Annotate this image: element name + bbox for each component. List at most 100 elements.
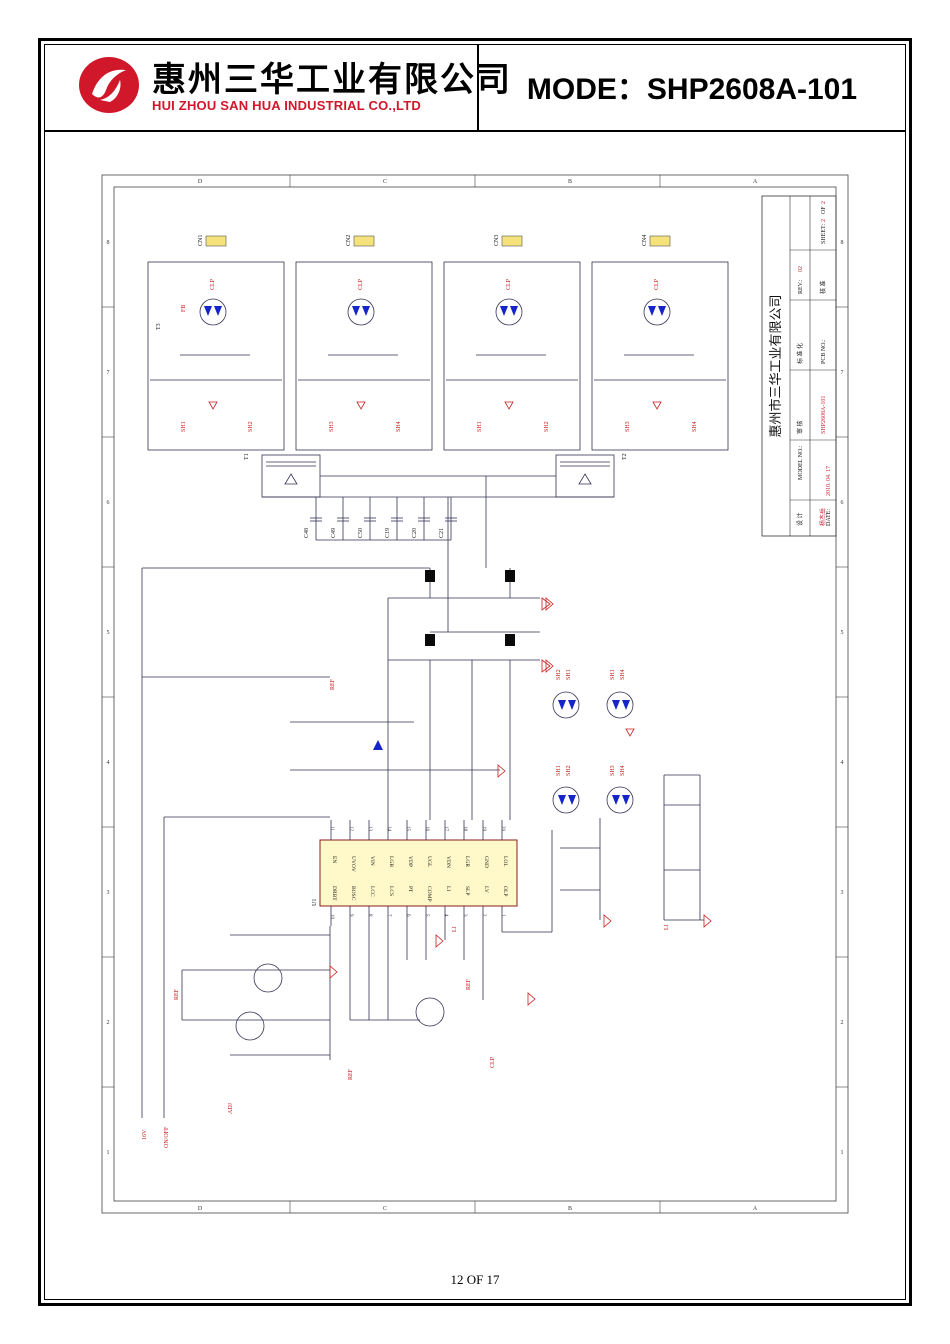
company-name-en: HUI ZHOU SAN HUA INDUSTRIAL CO.,LTD — [152, 98, 421, 113]
ic-pin-pt: PT — [407, 886, 413, 893]
title-block-designer: 杨杰岳 — [819, 508, 827, 526]
title-block-standard-label: 标 准 化 — [796, 343, 804, 364]
title-block: 惠州市三华工业有限公司 设 计 杨杰岳 MODEL NO.: 审 核 SHP26… — [761, 195, 837, 537]
ic-pin-num-7: 7 — [386, 914, 391, 917]
ic-pin-gnd: GND — [483, 856, 489, 868]
zone-row-2-right: 2 — [841, 1020, 844, 1026]
net-sh1-ch1: SH1 — [181, 421, 187, 432]
zone-row-8-right: 8 — [841, 240, 844, 246]
title-block-rev: 02 — [798, 266, 804, 272]
net-onoff: ON/OFF — [164, 1126, 170, 1148]
title-block-sheet-label: SHEET: — [821, 224, 827, 244]
net-clp-ch1: CLP — [210, 278, 216, 290]
ic-pin-num-6: 6 — [405, 914, 410, 917]
net-sh1-d7: SH1 — [566, 669, 572, 680]
net-sh4-d2: SH4 — [620, 765, 626, 776]
net-sh4-ch2: SH4 — [396, 421, 402, 432]
title-block-date-label: DATE: — [826, 509, 832, 526]
net-sh1-d1: SH1 — [556, 765, 562, 776]
title-block-model-label: MODEL NO.: — [798, 445, 804, 480]
zone-row-7-right: 7 — [841, 370, 844, 376]
ic-pin-num-19: 19 — [481, 826, 486, 832]
title-block-model-no: SHP2608A-101 — [821, 396, 827, 434]
ic-pin-num-4: 4 — [443, 914, 448, 917]
oscillator-section — [181, 774, 704, 1060]
ic-pin-drbt: DRBT — [331, 886, 337, 901]
page-number: 12 OF 17 — [450, 1272, 500, 1287]
title-block-design-label: 设 计 — [796, 512, 804, 526]
net-li: LI — [452, 926, 458, 932]
ic-pin-num-2: 2 — [481, 914, 486, 917]
company-logo — [76, 54, 142, 121]
power-stage — [141, 476, 540, 1118]
zone-row-4: 4 — [107, 760, 110, 766]
zone-row-1: 1 — [107, 1150, 110, 1156]
page-border-outer — [38, 38, 912, 1306]
zone-col-a-bottom: A — [753, 1206, 758, 1212]
zone-col-d-bottom: D — [198, 1206, 203, 1212]
ic-pin-num-20: 20 — [500, 826, 505, 832]
ic-pin-num-3: 3 — [462, 914, 467, 917]
ic-pin-vin: VIN — [369, 856, 375, 866]
model-number: MODE：SHP2608A-101 — [526, 73, 858, 106]
title-block-approve-label: 核 准 — [819, 280, 827, 294]
ic-pin-en: EN — [331, 856, 337, 863]
net-sh3-ch2: SH3 — [329, 421, 335, 432]
net-fb: FB — [181, 305, 187, 312]
transformer-t2: T2 — [622, 453, 628, 460]
ic-pin-num-12: 12 — [348, 826, 353, 832]
mosfets — [425, 570, 515, 646]
drawing-frame-outer — [101, 174, 849, 1214]
ic-pin-num-1: 1 — [500, 914, 505, 917]
ic-pin-lol: LOL — [502, 856, 508, 867]
net-sh1-d8: SH1 — [610, 669, 616, 680]
ic-pin-slp: SLP — [464, 886, 470, 895]
ic-pin-num-17: 17 — [443, 826, 448, 832]
net-sh3-ch4: SH3 — [625, 421, 631, 432]
connector-cn2: CN2 — [346, 235, 352, 246]
net-clp-ch2: CLP — [358, 278, 364, 290]
ic-pin-vdp: VDP — [407, 856, 413, 867]
net-sh2-d7: SH2 — [556, 669, 562, 680]
ic-pin-uvov: UVOV — [350, 856, 356, 872]
ic-pin-num-18: 18 — [462, 826, 467, 832]
zone-col-b-bottom: B — [568, 1206, 572, 1212]
zone-row-2: 2 — [107, 1020, 110, 1026]
ic-pin-num-10: 10 — [329, 914, 334, 920]
cap-c20: C20 — [412, 528, 418, 538]
connector-cn4: CN4 — [642, 235, 648, 246]
net-clp-bottom: CLP — [490, 1056, 496, 1068]
ic-pin-comp: COMP — [426, 886, 432, 902]
cap-c49: C49 — [331, 528, 337, 538]
net-sh4-d8: SH4 — [620, 669, 626, 680]
zone-row-5: 5 — [107, 630, 110, 636]
title-block-pcb-label: PCB NO.: — [821, 339, 827, 364]
cap-c48: C48 — [304, 528, 310, 538]
net-sh3-d2: SH3 — [610, 765, 616, 776]
header-divider — [44, 130, 906, 132]
ic-pin-lgr: LGR — [464, 856, 470, 867]
controller-ic: U1 — [312, 839, 518, 907]
net-sh2-ch3: SH2 — [544, 421, 550, 432]
ic-pin-li: LI — [445, 886, 451, 891]
ic-pin-num-15: 15 — [405, 826, 410, 832]
net-ref-mid: REF — [466, 978, 472, 990]
company-name-cn: 惠州三华工业有限公司 — [152, 60, 512, 100]
zone-row-8: 8 — [107, 240, 110, 246]
zone-col-c-top: C — [383, 179, 387, 185]
transformer-t3: T3 — [156, 323, 162, 330]
output-transformers — [261, 454, 615, 498]
ic-ref: U1 — [312, 899, 318, 906]
zone-row-1-right: 1 — [841, 1150, 844, 1156]
zone-row-3-right: 3 — [841, 890, 844, 896]
header-vertical-divider — [477, 44, 479, 130]
ic-leads — [330, 820, 553, 1020]
net-sh2-ch1: SH2 — [248, 421, 254, 432]
ic-pin-lcc: LCC — [369, 886, 375, 897]
net-ref-top: REF — [330, 678, 336, 690]
net-sh4-ch4: SH4 — [692, 421, 698, 432]
ic-pin-bosc: BOSC — [350, 886, 356, 901]
zone-row-7: 7 — [107, 370, 110, 376]
channel-diodes — [204, 306, 666, 316]
